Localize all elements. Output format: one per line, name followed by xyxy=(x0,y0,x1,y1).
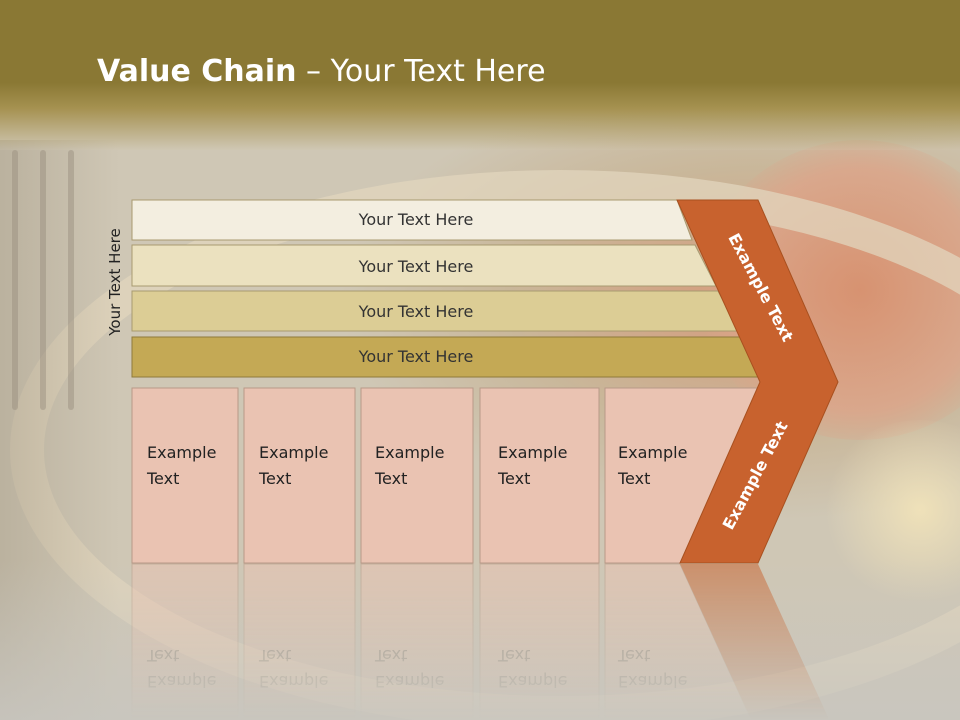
band-row[interactable]: Your Text Here xyxy=(131,244,717,287)
activity-box[interactable]: Example Text xyxy=(360,387,474,564)
activity-box[interactable]: Example Text xyxy=(479,387,600,564)
fork-tine xyxy=(40,150,46,410)
box-line2: Text xyxy=(258,469,291,488)
band-shape xyxy=(131,199,693,241)
box-line2: Text xyxy=(374,469,407,488)
box-line2: Text xyxy=(146,469,179,488)
box-line1: Example xyxy=(498,443,567,462)
title-bold: Value Chain xyxy=(97,54,297,89)
box-shape xyxy=(479,387,600,564)
box-shape xyxy=(131,387,239,564)
title-bar xyxy=(0,0,960,150)
reflection-text: Example xyxy=(375,672,444,691)
activity-box[interactable]: Example Text xyxy=(131,387,239,564)
band-label: Your Text Here xyxy=(358,210,474,229)
reflection-text: Text xyxy=(497,646,530,665)
band-label: Your Text Here xyxy=(358,257,474,276)
box-line1: Example xyxy=(375,443,444,462)
activity-box[interactable]: Example Text xyxy=(604,387,761,564)
box-shape xyxy=(360,387,474,564)
slide-title[interactable]: Value Chain – Your Text Here xyxy=(97,54,546,89)
arrow-shape xyxy=(676,199,839,564)
activity-box[interactable]: Example Text xyxy=(243,387,356,564)
box-line2: Text xyxy=(497,469,530,488)
box-line1: Example xyxy=(259,443,328,462)
band-row[interactable]: Your Text Here xyxy=(131,336,764,378)
reflection-text: Text xyxy=(374,646,407,665)
band-row[interactable]: Your Text Here xyxy=(131,199,693,241)
box-shape xyxy=(243,387,356,564)
band-label: Your Text Here xyxy=(358,347,474,366)
reflection-text: Text xyxy=(617,646,650,665)
box-line1: Example xyxy=(147,443,216,462)
reflection-text: Example xyxy=(498,672,567,691)
reflection-text: Text xyxy=(258,646,291,665)
box-line1: Example xyxy=(618,443,687,462)
reflection-text: Example xyxy=(259,672,328,691)
title-rest: – Your Text Here xyxy=(296,54,546,89)
reflection: Example Text Example Text Example Text E… xyxy=(131,563,830,720)
box-line2: Text xyxy=(617,469,650,488)
band-label: Your Text Here xyxy=(358,302,474,321)
reflection-text: Example xyxy=(147,672,216,691)
fork-tine xyxy=(12,150,18,410)
band-row[interactable]: Your Text Here xyxy=(131,290,740,332)
fork-tine xyxy=(68,150,74,410)
reflection-text: Example xyxy=(618,672,687,691)
reflection-text: Text xyxy=(146,646,179,665)
